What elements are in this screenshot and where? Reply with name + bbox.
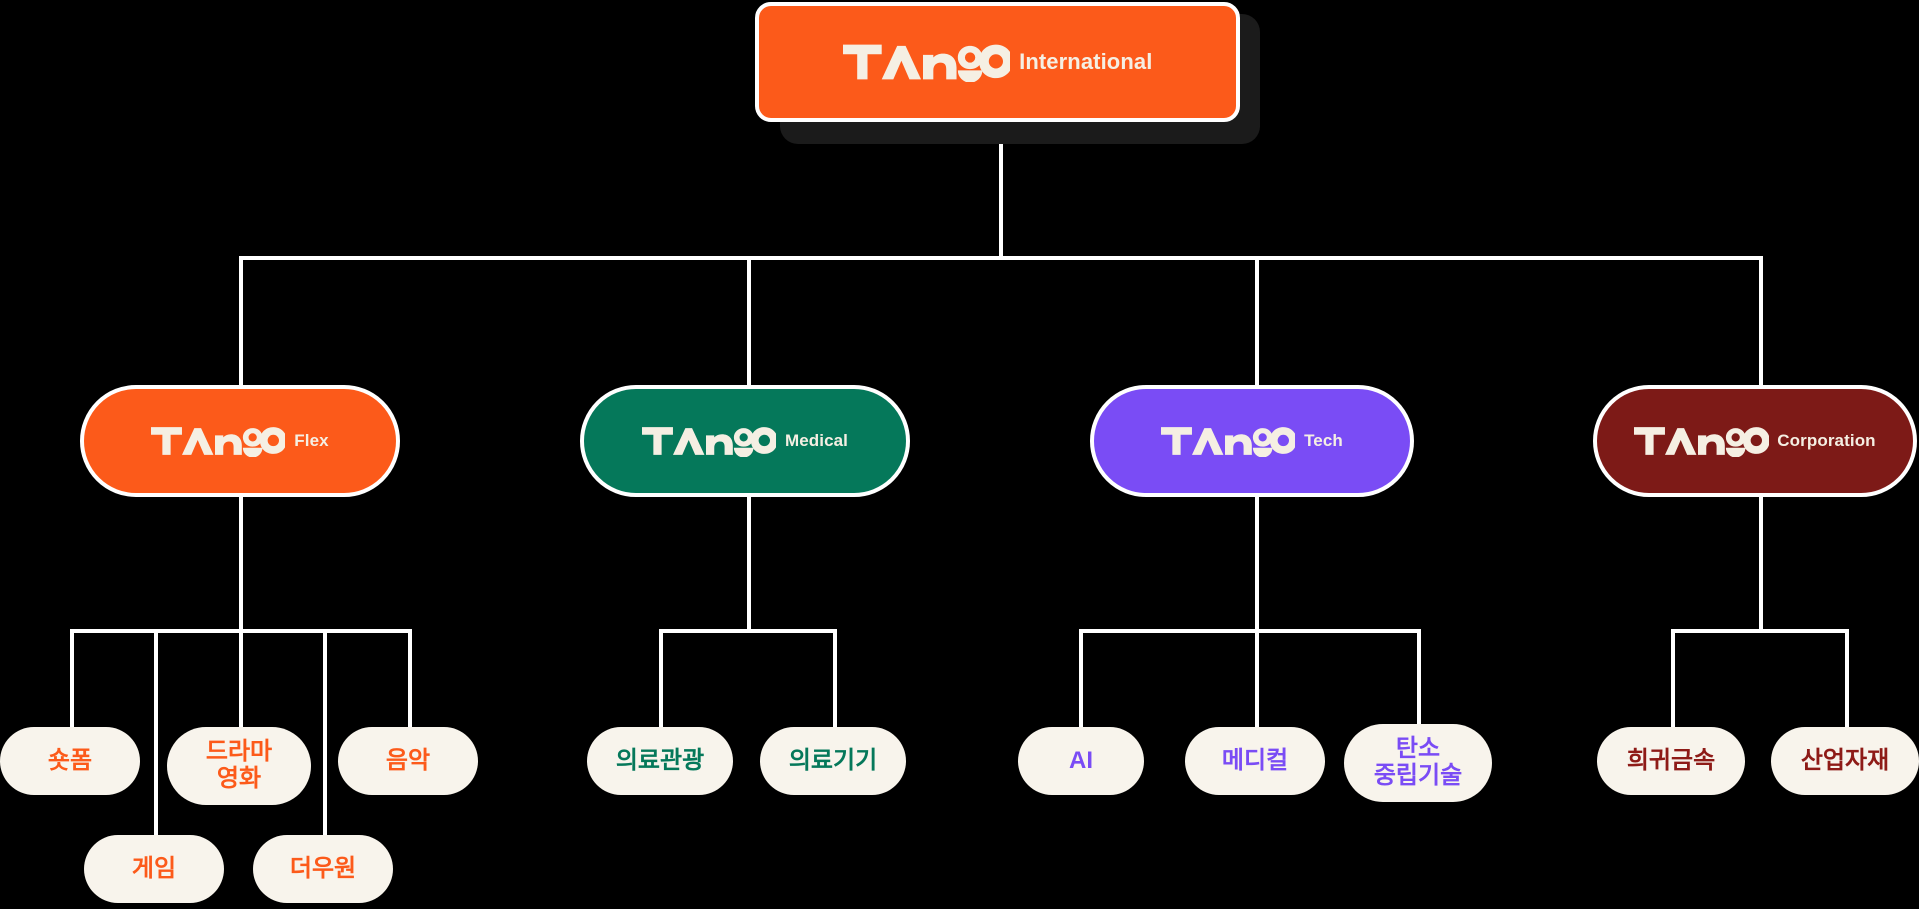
connector-corporation-bus bbox=[1671, 629, 1849, 633]
leaf-label: 메디컬 bbox=[1221, 746, 1289, 774]
node-division-medical[interactable]: Medical bbox=[580, 385, 910, 497]
leaf-label: 의료관광 bbox=[615, 746, 705, 774]
leaf-medical-tourism[interactable]: 의료관광 bbox=[587, 727, 733, 795]
connector-tech-child-1 bbox=[1079, 629, 1083, 729]
tango-wordmark-icon bbox=[1634, 427, 1769, 457]
leaf-label: 숏폼 bbox=[47, 746, 93, 774]
leaf-flex-deowonwon[interactable]: 더우원 bbox=[253, 835, 393, 903]
connector-root-stem bbox=[999, 118, 1003, 258]
leaf-flex-music[interactable]: 음악 bbox=[338, 727, 478, 795]
node-division-flex[interactable]: Flex bbox=[80, 385, 400, 497]
leaf-label: 음악 bbox=[385, 746, 431, 774]
tech-suffix-label: Tech bbox=[1304, 431, 1343, 450]
node-division-tech[interactable]: Tech bbox=[1090, 385, 1414, 497]
node-division-corporation[interactable]: Corporation bbox=[1593, 385, 1917, 497]
connector-flex-child-3 bbox=[239, 629, 243, 729]
leaf-flex-drama-movie[interactable]: 드라마 영화 bbox=[167, 727, 311, 805]
flex-suffix-label: Flex bbox=[294, 431, 329, 450]
connector-flex-child-2 bbox=[154, 629, 158, 837]
flex-logo-lockup: Flex bbox=[151, 425, 329, 457]
leaf-label: 의료기기 bbox=[788, 746, 878, 774]
connector-level1-bus bbox=[239, 256, 1763, 260]
node-root-tango-international[interactable]: International bbox=[755, 2, 1240, 122]
leaf-medical-devices[interactable]: 의료기기 bbox=[760, 727, 906, 795]
corporation-suffix-label: Corporation bbox=[1777, 431, 1876, 450]
leaf-label: 게임 bbox=[131, 854, 177, 882]
tango-wordmark-icon bbox=[641, 427, 777, 457]
connector-flex-stem bbox=[239, 497, 243, 631]
connector-medical-child-1 bbox=[659, 629, 663, 729]
connector-tech-child-2 bbox=[1255, 629, 1259, 729]
connector-tech-bus bbox=[1079, 629, 1421, 633]
leaf-label: 더우원 bbox=[289, 854, 357, 882]
tango-wordmark-icon bbox=[151, 427, 286, 457]
tango-wordmark-icon bbox=[842, 44, 1011, 82]
connector-flex-child-5 bbox=[408, 629, 412, 729]
connector-drop-corporation bbox=[1759, 256, 1763, 386]
leaf-tech-medical[interactable]: 메디컬 bbox=[1185, 727, 1325, 795]
leaf-tech-carbon-neutral[interactable]: 탄소 중립기술 bbox=[1344, 724, 1492, 802]
connector-medical-bus bbox=[659, 629, 837, 633]
leaf-label: 희귀금속 bbox=[1626, 746, 1716, 774]
connector-corporation-child-2 bbox=[1845, 629, 1849, 729]
connector-drop-medical bbox=[747, 256, 751, 386]
leaf-label: 드라마 영화 bbox=[205, 738, 273, 792]
leaf-label: 탄소 중립기술 bbox=[1373, 735, 1463, 789]
tango-wordmark-icon bbox=[1161, 427, 1296, 457]
leaf-flex-game[interactable]: 게임 bbox=[84, 835, 224, 903]
connector-drop-flex bbox=[239, 256, 243, 386]
connector-tech-stem bbox=[1255, 497, 1259, 631]
leaf-corporation-industrial-materials[interactable]: 산업자재 bbox=[1771, 727, 1919, 795]
leaf-flex-shortform[interactable]: 숏폼 bbox=[0, 727, 140, 795]
medical-suffix-label: Medical bbox=[784, 431, 849, 450]
connector-medical-child-2 bbox=[833, 629, 837, 729]
connector-drop-tech bbox=[1255, 256, 1259, 386]
corporation-logo-lockup: Corporation bbox=[1634, 425, 1876, 457]
leaf-tech-ai[interactable]: AI bbox=[1018, 727, 1144, 795]
connector-flex-child-1 bbox=[70, 629, 74, 729]
connector-corporation-child-1 bbox=[1671, 629, 1675, 729]
connector-medical-stem bbox=[747, 497, 751, 631]
connector-tech-child-3 bbox=[1417, 629, 1421, 729]
leaf-corporation-rare-metals[interactable]: 희귀금속 bbox=[1597, 727, 1745, 795]
medical-logo-lockup: Medical bbox=[641, 425, 849, 457]
connector-flex-child-4 bbox=[323, 629, 327, 837]
connector-corporation-stem bbox=[1759, 497, 1763, 631]
leaf-label: AI bbox=[1069, 746, 1093, 774]
root-logo-lockup: International bbox=[842, 42, 1153, 82]
leaf-label: 산업자재 bbox=[1800, 746, 1890, 774]
tech-logo-lockup: Tech bbox=[1161, 425, 1343, 457]
root-suffix-label: International bbox=[1019, 49, 1153, 74]
